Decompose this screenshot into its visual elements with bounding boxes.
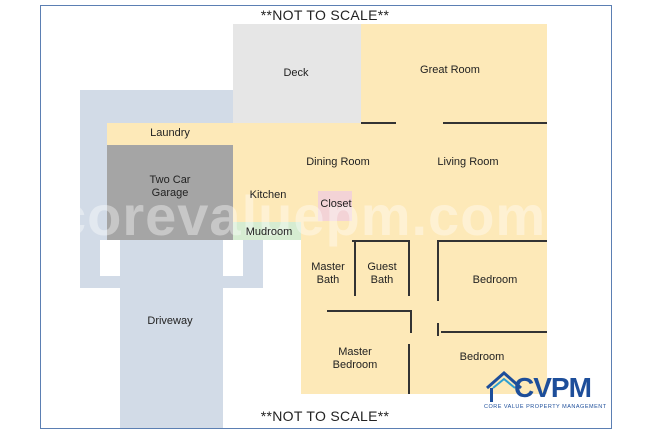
- watermark: corevaluepm.com: [55, 184, 547, 247]
- master-bath-label-line2: Bath: [316, 274, 340, 286]
- guest-bath-label-line2: Bath: [370, 274, 394, 286]
- guest-bath-label-line1: Guest: [367, 261, 397, 273]
- great-room-label: Great Room: [420, 64, 480, 76]
- master-bedroom-label-line2: Bedroom: [332, 359, 378, 371]
- living-room-label: Living Room: [437, 156, 499, 168]
- logo-tagline: CORE VALUE PROPERTY MANAGEMENT: [484, 404, 607, 410]
- great-room: [361, 24, 547, 123]
- not-to-scale-bottom: **NOT TO SCALE**: [260, 408, 390, 424]
- mudroom-room: [233, 222, 301, 240]
- garage-label-line1: Two Car: [149, 174, 191, 186]
- logo-name: CVPM: [514, 372, 592, 403]
- wall: [437, 323, 439, 336]
- plan-border: [40, 5, 612, 429]
- wall: [408, 240, 410, 296]
- not-to-scale-top: **NOT TO SCALE**: [260, 7, 390, 23]
- wall: [408, 344, 410, 394]
- driveway-strip: [120, 240, 223, 428]
- wall: [437, 240, 439, 301]
- deck-label: Deck: [283, 67, 309, 79]
- house-roof-icon: [486, 370, 522, 402]
- deck-room: [233, 24, 361, 123]
- mudroom-label: Mudroom: [245, 226, 293, 238]
- main-living-area: [107, 123, 547, 145]
- laundry-label: Laundry: [150, 127, 190, 139]
- bedroom-wing: [301, 240, 547, 394]
- dining-room-label: Dining Room: [306, 156, 370, 168]
- bedroom-2-label: Bedroom: [459, 351, 505, 363]
- two-car-garage-room: [107, 145, 233, 240]
- wall: [443, 122, 547, 124]
- wall: [354, 240, 356, 296]
- cvpm-logo: CVPM CORE VALUE PROPERTY MANAGEMENT: [484, 368, 607, 414]
- master-bedroom-label-line1: Master: [338, 346, 372, 358]
- wall: [327, 310, 412, 312]
- master-bath-label-line1: Master: [311, 261, 345, 273]
- driveway-label: Driveway: [147, 315, 193, 327]
- kitchen-label: Kitchen: [249, 189, 287, 201]
- driveway-cutout: [100, 240, 120, 276]
- wall: [352, 240, 408, 242]
- bedroom-1-label: Bedroom: [472, 274, 518, 286]
- closet-label: Closet: [320, 198, 352, 210]
- wall: [361, 122, 396, 124]
- driveway-cutout: [223, 240, 243, 276]
- garage-label-line2: Garage: [151, 187, 189, 199]
- wall: [441, 331, 547, 333]
- closet-room: [318, 191, 352, 221]
- wall: [437, 240, 547, 242]
- wall: [410, 310, 412, 333]
